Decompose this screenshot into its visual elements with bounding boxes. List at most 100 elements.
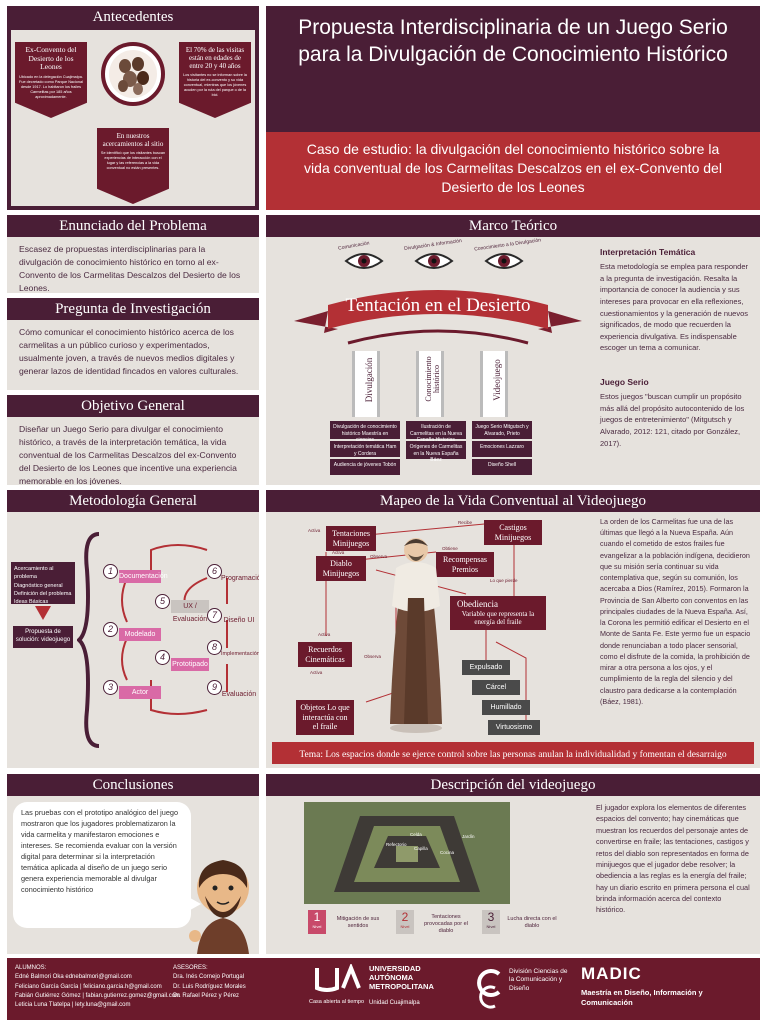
level-number: 1 — [313, 910, 321, 924]
visitas-card: El 70% de las visitas están en edades de… — [179, 42, 251, 118]
marco-box: Juego Serio Mitgutsch y Alvarado, Prieto — [472, 421, 532, 439]
step-documentacion: Documentación — [119, 570, 168, 583]
step-number: 7 — [207, 608, 222, 623]
marco-box: Audiencia de jóvenes Tobón — [330, 459, 400, 475]
marco-box: Divulgación de conocimiento histórico Ma… — [330, 421, 400, 443]
step-number: 4 — [155, 650, 170, 665]
asesor: Dra. Inés Cornejo Portugal — [173, 974, 245, 981]
conclusiones-title: Conclusiones — [7, 774, 259, 796]
step-number: 6 — [207, 564, 222, 579]
connector-label: Recibe — [458, 520, 473, 525]
level-2: 2 Nivel — [396, 910, 414, 934]
mapeo-banner-text: Tema: Los espacios donde se ejerce contr… — [299, 750, 727, 760]
marco-box: Diseño Shell — [472, 459, 532, 475]
eye-icon — [414, 253, 454, 269]
map-label: Refectorio — [386, 842, 407, 847]
tentaciones-box: Tentaciones Minijuegos — [326, 526, 376, 552]
bullet-item: Diagnóstico general — [14, 582, 63, 589]
problema-text: Escasez de propuestas interdisciplinaria… — [19, 244, 241, 293]
pillar-label: Conocimiento histórico — [424, 356, 441, 402]
fraile-avatar — [189, 860, 249, 954]
step-prototipado: Prototipado — [171, 658, 209, 671]
frailes-icon — [109, 50, 157, 98]
pillar-conocimiento: Conocimiento histórico — [416, 351, 444, 417]
descripcion-title: Descripción del videojuego — [266, 774, 760, 796]
connector-label: Obtiene — [442, 546, 458, 551]
ribbon-text: Tentación en el Desierto — [345, 295, 531, 316]
mapeo-title: Mapeo de la Vida Conventual al Videojueg… — [266, 490, 760, 512]
pregunta-title: Pregunta de Investigación — [7, 298, 259, 320]
alumnos-title: ALUMNOS: — [15, 965, 47, 971]
acercamientos-card: En nuestros acercamientos al sitio Se id… — [97, 128, 169, 204]
obediencia-sub: Variable que representa la energía del f… — [461, 609, 535, 627]
speech-bubble: Las pruebas con el prototipo analógico d… — [13, 802, 191, 928]
asesores-title: ASESORES: — [173, 965, 208, 971]
level-text: Tentaciones provocadas por el diablo — [424, 914, 468, 935]
virtuosismo-box: Virtuosismo — [488, 720, 540, 736]
marco-p1: Esta metodología se emplea para responde… — [600, 262, 749, 353]
ex-convento-card: Ex-Convento del Desierto de los Leones U… — [15, 42, 87, 118]
obediencia-label: Obediencia — [457, 599, 498, 609]
level-tag: Nivel — [312, 924, 322, 929]
step-diseno-ui: Diseño UI — [223, 617, 255, 624]
marco-title: Marco Teórico — [266, 215, 760, 237]
visitas-sub: Los visitantes no se informan sobre la h… — [183, 73, 247, 97]
connector-label: Lo que pierde — [490, 578, 518, 583]
map-label: Cocina — [440, 850, 455, 855]
objetivo-text: Diseñar un Juego Serio para divulgar el … — [19, 424, 237, 485]
eye-label-1: Comunicación — [337, 240, 370, 252]
division-logo-icon — [477, 969, 501, 1009]
pillar-label: Videojuego — [492, 359, 502, 401]
carcel-box: Cárcel — [472, 680, 520, 696]
marco-box: Interpretación temática Ham y Cordera — [330, 441, 400, 457]
convento-map-icon — [304, 802, 510, 904]
marco-panel: Marco Teórico Comunicación Divulgación &… — [266, 215, 760, 485]
division-name: División Ciencias de la Comunicación y D… — [509, 968, 568, 992]
antecedentes-title: Antecedentes — [7, 6, 259, 28]
level-number: 2 — [401, 910, 409, 924]
footer: ALUMNOS: Edné Balmori Oka ednebalmori@gm… — [7, 958, 760, 1020]
antecedentes-panel: Antecedentes Ex-Convento del Desierto de… — [7, 6, 259, 210]
problema-title: Enunciado del Problema — [7, 215, 259, 237]
pillar-label: Divulgación — [364, 357, 374, 403]
connector-label: Activa — [310, 670, 323, 675]
metodologia-panel: Metodología General Acercamiento al prob… — [7, 490, 259, 768]
connector-label: Activa — [308, 528, 321, 533]
step-number: 8 — [207, 640, 222, 655]
map-label: Jardín — [462, 834, 475, 839]
obediencia-box: Obediencia Variable que representa la en… — [450, 596, 546, 630]
marco-box: Orígenes de Carmelitas en la Nueva Españ… — [406, 441, 466, 463]
step-evaluacion: Evaluación — [221, 691, 257, 698]
alumno: Feliciano García García | feliciano.garc… — [15, 983, 162, 990]
conclusiones-text: Las pruebas con el prototipo analógico d… — [21, 808, 178, 894]
ex-convento-sub: Ubicado en la delegación Cuajimalpa. Fue… — [19, 74, 83, 99]
step-number: 9 — [207, 680, 222, 695]
problema-panel: Enunciado del Problema Escasez de propue… — [7, 215, 259, 293]
map-label: Celda — [410, 832, 422, 837]
bullet-item: Definición del problema — [14, 590, 72, 597]
asesor: Dr. Luis Rodríguez Morales — [173, 983, 246, 990]
alumno: Edné Balmori Oka ednebalmori@gmail.com — [15, 974, 132, 981]
connector-label: Activa — [318, 632, 331, 637]
asesores-block: ASESORES: Dra. Inés Cornejo Portugal Dr.… — [173, 964, 246, 1001]
metodologia-title: Metodología General — [7, 490, 259, 512]
eye-label-2: Divulgación & Información — [403, 237, 463, 253]
connector-label: Observa — [370, 554, 388, 559]
marco-box: Emociones Lazzaro — [472, 441, 532, 457]
connector-label: Observa — [364, 654, 382, 659]
fraile-illustration — [390, 538, 442, 733]
step-number: 5 — [155, 594, 170, 609]
bullet-item: Acercamiento al problema — [14, 566, 54, 581]
marco-box: Ilustración de Carmelitas en la Nueva Es… — [406, 421, 466, 443]
uam-name: UNIVERSIDAD AUTÓNOMA METROPOLITANA — [369, 964, 434, 991]
ex-convento-heading: Ex-Convento del Desierto de los Leones — [25, 45, 77, 72]
step-programacion: Programación — [221, 575, 259, 582]
marco-h1: Interpretación Temática — [600, 247, 696, 257]
marco-h2: Juego Serio — [600, 377, 649, 387]
metodologia-bullets: Acercamiento al problema Diagnóstico gen… — [11, 562, 75, 605]
title-panel: Propuesta Interdisciplinaria de un Juego… — [266, 6, 760, 210]
step-modelado: Modelado — [119, 628, 161, 641]
connector-label: Activa — [332, 550, 345, 555]
map-label: Capilla — [414, 846, 428, 851]
poster-subtitle-banner: Caso de estudio: la divulgación del cono… — [266, 132, 760, 210]
